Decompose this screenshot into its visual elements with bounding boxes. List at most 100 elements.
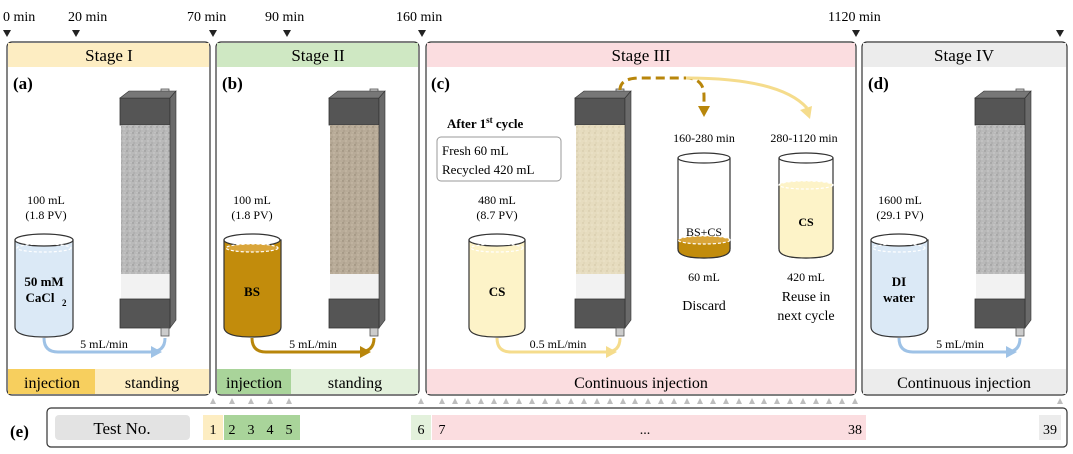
test-marker (286, 398, 292, 404)
bottle-a (14, 233, 74, 338)
panel-d-letter: (d) (868, 74, 889, 93)
time-marker (209, 30, 217, 37)
bottle-b-volume: 100 mL (233, 193, 271, 207)
outflow-2-time: 280-1120 min (770, 131, 837, 145)
test-marker (826, 398, 832, 404)
stage-iii-title: Stage III (611, 46, 670, 65)
test-marker (210, 398, 216, 404)
footer-a-injection-label: injection (24, 375, 80, 392)
time-label-160: 160 min (396, 10, 442, 25)
outflow-2-liquid: CS (798, 215, 814, 229)
test-label: Test No. (93, 419, 150, 438)
test-marker (800, 398, 806, 404)
bottle-c-pv: (8.7 PV) (476, 208, 517, 222)
stage-i-title: Stage I (85, 46, 133, 65)
footer-b-injection-label: injection (226, 375, 282, 392)
test-marker (248, 398, 254, 404)
test-1: 1 (210, 423, 217, 438)
test-marker (813, 398, 819, 404)
cycle-recycled: Recycled 420 mL (442, 162, 534, 177)
outflow-2-volume: 420 mL (787, 270, 825, 284)
time-label-20: 20 min (68, 10, 107, 25)
outflow-arrow-discard (698, 106, 710, 117)
panel-e-letter: (e) (10, 422, 29, 441)
bottle-b-liquid: BS (244, 284, 260, 299)
beaker-discard (677, 152, 731, 259)
bottle-b (223, 233, 282, 338)
test-label-box (55, 415, 190, 440)
footer-b-injection (217, 369, 291, 394)
outflow-arrow-reuse (800, 106, 812, 119)
flow-arrow-c (606, 346, 617, 358)
bottle-c (468, 233, 526, 338)
test-marker (620, 398, 626, 404)
panel-b: Stage II (b) 100 mL (1.8 PV) BS 5 mL/min… (215, 41, 420, 396)
footer-d-label: Continuous injection (897, 375, 1031, 392)
soil-column-c (576, 125, 625, 274)
test-6: 6 (418, 423, 425, 438)
test-marker (671, 398, 677, 404)
test-marker (581, 398, 587, 404)
test-marker (761, 398, 767, 404)
time-marker (3, 30, 11, 37)
flow-line-c (495, 337, 622, 354)
timeline-markers (3, 30, 1064, 37)
test-marker (594, 398, 600, 404)
column-a (119, 88, 177, 337)
test-marker (478, 398, 484, 404)
cycle-box (436, 136, 562, 182)
flow-rate-c: 0.5 mL/min (530, 337, 587, 351)
bottle-d-volume: 1600 mL (878, 193, 922, 207)
test-38: 38 (848, 423, 862, 438)
test-marker (839, 398, 845, 404)
panel-c: Stage III (c) After 1st cycle Fresh 60 m… (425, 41, 857, 396)
flow-arrow-b (360, 346, 371, 358)
column-b (328, 88, 386, 337)
stage-i-header (8, 43, 209, 67)
time-label-90: 90 min (265, 10, 304, 25)
stage-ii-header (217, 43, 418, 67)
outflow-line-reuse (685, 76, 809, 110)
test-39-cell (1039, 415, 1061, 440)
test-marker (607, 398, 613, 404)
outflow-2-action-line1: Reuse in (782, 290, 831, 305)
footer-c-label: Continuous injection (574, 375, 708, 392)
panel-b-letter: (b) (222, 74, 243, 93)
time-label-70: 70 min (187, 10, 226, 25)
outflow-1-time: 160-280 min (673, 131, 735, 145)
stage-iii-header (427, 43, 855, 67)
test-marker (787, 398, 793, 404)
test-ellipsis: ... (640, 423, 651, 438)
test-marker (1057, 398, 1063, 404)
outflow-2-action-line2: next cycle (777, 309, 834, 324)
time-label-0: 0 min (3, 10, 35, 25)
bottle-b-pv: (1.8 PV) (231, 208, 272, 222)
test-marker (529, 398, 535, 404)
panel-a-letter: (a) (13, 74, 33, 93)
flow-line-b (250, 337, 376, 354)
panel-d: Stage IV (d) 1600 mL (29.1 PV) DI water … (861, 41, 1068, 396)
test-marker (736, 398, 742, 404)
flow-rate-d: 5 mL/min (936, 337, 984, 351)
stage-iv-header (863, 43, 1066, 67)
stage-ii-title: Stage II (291, 46, 345, 65)
time-marker (72, 30, 80, 37)
test-marker (852, 398, 858, 404)
column-d (974, 88, 1032, 337)
test-4: 4 (267, 423, 274, 438)
bottle-d-pv: (29.1 PV) (876, 208, 923, 222)
beaker-reuse (778, 152, 834, 259)
footer-b-standing (291, 369, 418, 394)
test-marker (749, 398, 755, 404)
bottle-c-volume: 480 mL (478, 193, 516, 207)
test-5: 5 (286, 423, 293, 438)
flow-rate-b: 5 mL/min (289, 337, 337, 351)
test-marker (542, 398, 548, 404)
test-marker (418, 398, 424, 404)
bottle-d (870, 233, 929, 338)
time-marker (283, 30, 291, 37)
bottle-c-liquid: CS (489, 284, 506, 299)
test-marker (723, 398, 729, 404)
stage-iv-title: Stage IV (934, 46, 995, 65)
test-markers (210, 398, 1063, 404)
